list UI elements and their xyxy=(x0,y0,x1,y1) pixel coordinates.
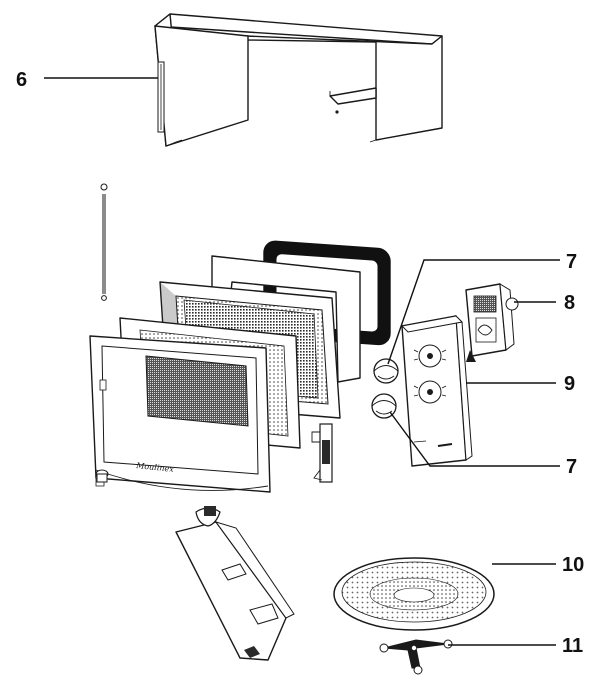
turntable-plate xyxy=(333,557,495,631)
callout-10: 10 xyxy=(562,554,584,576)
callout-6: 6 xyxy=(16,69,27,91)
outer-case xyxy=(154,13,443,147)
roller-support xyxy=(379,639,453,675)
callout-numbers: 6 7 8 9 7 10 11 xyxy=(16,69,584,657)
callout-11: 11 xyxy=(562,635,583,657)
leader-7-top xyxy=(387,259,560,365)
door-logo-text: Moulinex xyxy=(135,461,175,474)
hinge-rod xyxy=(100,183,108,301)
knob-top xyxy=(373,358,399,384)
control-panel xyxy=(400,314,473,467)
leader-lines xyxy=(44,77,560,646)
door-latch-hook xyxy=(311,423,333,483)
callout-8: 8 xyxy=(564,292,575,314)
motor-bracket-assembly xyxy=(175,506,295,661)
callout-7-top: 7 xyxy=(566,251,577,273)
callout-7-bottom: 7 xyxy=(566,456,577,478)
front-door-frame: Moulinex xyxy=(89,335,271,493)
leader-7-bottom xyxy=(389,411,560,467)
timer-module xyxy=(465,283,519,362)
callout-9: 9 xyxy=(564,373,575,395)
door-foot xyxy=(95,469,109,483)
